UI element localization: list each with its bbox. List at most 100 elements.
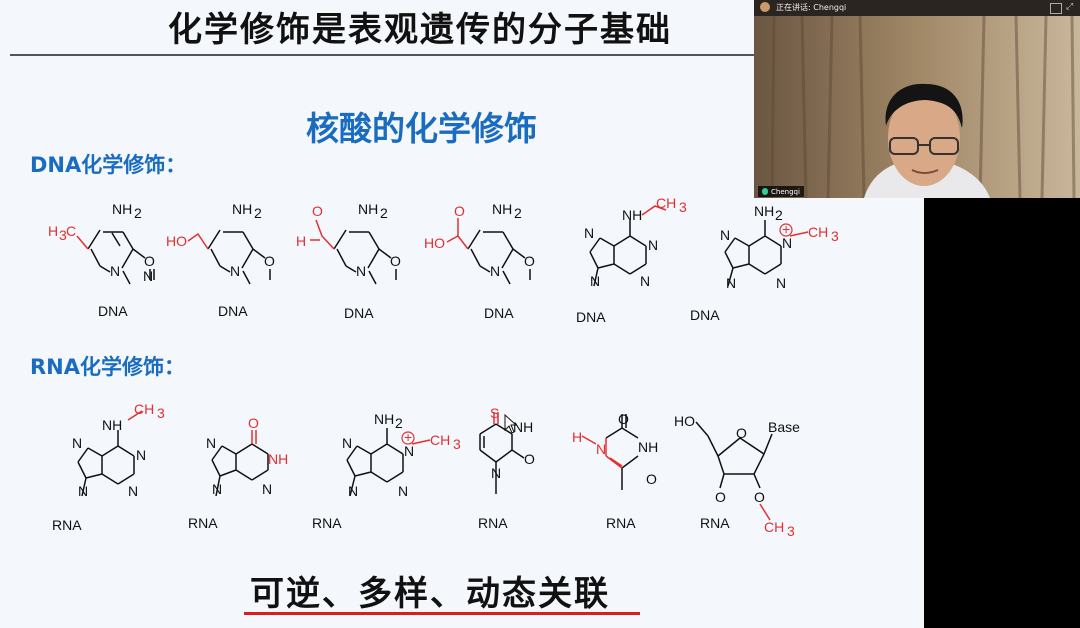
svg-text:RNA: RNA (606, 515, 636, 531)
svg-text:Base: Base (768, 419, 800, 435)
layout-icon[interactable] (1050, 3, 1062, 14)
slide-title: 化学修饰是表观遗传的分子基础 (168, 10, 672, 50)
svg-text:N: N (262, 481, 272, 497)
svg-text:N: N (230, 263, 240, 279)
svg-text:DNA: DNA (690, 307, 720, 323)
svg-text:N: N (212, 481, 222, 497)
svg-text:N: N (584, 225, 594, 241)
svg-text:3: 3 (787, 523, 795, 539)
svg-text:N: N (110, 263, 120, 279)
svg-text:N: N (72, 435, 82, 451)
svg-text:O: O (715, 489, 726, 505)
svg-text:N: N (596, 441, 606, 457)
participant-name-tag: Chengqi (758, 186, 804, 197)
svg-text:CH: CH (430, 432, 450, 448)
svg-text:O: O (248, 415, 259, 431)
svg-text:N: N (356, 263, 366, 279)
svg-text:3: 3 (59, 227, 67, 243)
svg-text:N: N (648, 237, 658, 253)
svg-text:O: O (646, 471, 657, 487)
svg-text:N: N (342, 435, 352, 451)
svg-text:DNA: DNA (484, 305, 514, 321)
svg-text:RNA: RNA (700, 515, 730, 531)
svg-text:NH: NH (754, 203, 774, 219)
svg-text:H: H (48, 223, 58, 239)
svg-text:O: O (524, 451, 535, 467)
svg-text:2: 2 (134, 205, 142, 221)
video-top-bar: 正在讲话: Chengqi ⤢ (754, 0, 1080, 16)
svg-text:NH: NH (358, 201, 378, 217)
svg-text:3: 3 (453, 436, 461, 452)
speaker-video-panel[interactable]: 正在讲话: Chengqi ⤢ Chengqi (754, 0, 1080, 198)
svg-text:2: 2 (775, 207, 783, 223)
expand-icon[interactable]: ⤢ (1066, 2, 1074, 12)
svg-text:H: H (572, 429, 582, 445)
svg-text:2: 2 (254, 205, 262, 221)
svg-text:N: N (590, 273, 600, 289)
svg-text:3: 3 (679, 199, 687, 215)
bottom-underline (244, 612, 640, 615)
svg-text:O: O (312, 203, 323, 219)
slide-subtitle: 核酸的化学修饰 (306, 109, 537, 148)
svg-text:O: O (264, 253, 275, 269)
svg-text:RNA: RNA (52, 517, 82, 533)
bottom-summary: 可逆、多样、动态关联 (250, 574, 610, 614)
svg-text:HO: HO (674, 413, 695, 429)
molecule-pseudouridine: O NH O RNA H N (572, 411, 658, 531)
svg-text:CH: CH (764, 519, 784, 535)
title-divider (10, 54, 754, 56)
svg-text:CH: CH (134, 401, 154, 417)
svg-text:RNA: RNA (312, 515, 342, 531)
svg-text:NH: NH (622, 207, 642, 223)
participant-name: Chengqi (771, 187, 800, 196)
svg-text:RNA: RNA (478, 515, 508, 531)
svg-text:NH: NH (112, 201, 132, 217)
svg-text:2: 2 (380, 205, 388, 221)
svg-text:NH: NH (638, 439, 658, 455)
svg-text:3: 3 (157, 405, 165, 421)
molecule-thiouridine: NH O N RNA S (478, 405, 535, 531)
svg-text:N: N (776, 275, 786, 291)
svg-text:O: O (618, 411, 629, 427)
svg-text:O: O (754, 489, 765, 505)
avatar-icon (760, 2, 770, 12)
svg-text:RNA: RNA (188, 515, 218, 531)
svg-text:NH: NH (374, 411, 394, 427)
svg-text:N: N (782, 235, 792, 251)
svg-text:S: S (490, 405, 499, 421)
svg-text:NH: NH (513, 419, 533, 435)
svg-text:NH: NH (102, 417, 122, 433)
svg-text:N: N (348, 483, 358, 499)
speaking-indicator: 正在讲话: Chengqi (776, 3, 847, 12)
svg-text:DNA: DNA (344, 305, 374, 321)
svg-text:N: N (136, 447, 146, 463)
svg-text:DNA: DNA (576, 309, 606, 325)
microphone-icon (762, 188, 768, 195)
svg-text:HO: HO (424, 235, 445, 251)
svg-text:2: 2 (514, 205, 522, 221)
svg-text:+: + (782, 221, 790, 237)
svg-text:2: 2 (395, 415, 403, 431)
svg-text:O: O (524, 253, 535, 269)
dna-section-label: DNA化学修饰： (30, 153, 187, 177)
svg-text:NH: NH (268, 451, 288, 467)
svg-text:N: N (143, 268, 153, 284)
svg-text:O: O (144, 253, 155, 269)
svg-text:N: N (640, 273, 650, 289)
molecule-inosine: N N N RNA O NH (188, 415, 288, 531)
svg-text:N: N (78, 483, 88, 499)
svg-text:DNA: DNA (98, 303, 128, 319)
svg-text:NH: NH (232, 201, 252, 217)
svg-text:N: N (398, 483, 408, 499)
svg-text:O: O (390, 253, 401, 269)
svg-text:+: + (404, 429, 412, 445)
svg-text:CH: CH (808, 224, 828, 240)
svg-text:N: N (491, 465, 501, 481)
rna-section-label: RNA化学修饰： (30, 355, 185, 379)
